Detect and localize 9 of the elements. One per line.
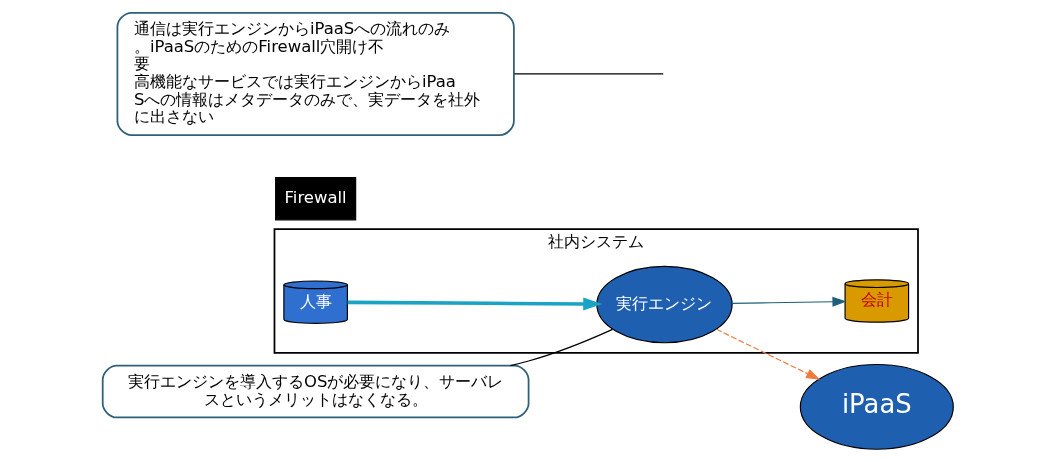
arrow: [731, 296, 847, 307]
node-box: 実行エンジンを導入するOSが必要になり、サーバレスというメリットはなくなる。: [101, 364, 530, 419]
arrow: [715, 328, 821, 380]
node-box: Firewall: [275, 176, 357, 221]
arrow: [347, 297, 603, 311]
node-box: 通信は実行エンジンからiPaaSへの流れのみ。iPaaSのためのFirewall穴開け不要 高機能なサービスでは実行エンジンからiPaaSへの情報はメタデータのみで、実データを社外に出さない: [116, 11, 515, 136]
node-ellipse: 実行エンジン: [596, 265, 733, 344]
node-ellipse: iPaaS: [799, 363, 954, 450]
connector: [513, 73, 664, 75]
